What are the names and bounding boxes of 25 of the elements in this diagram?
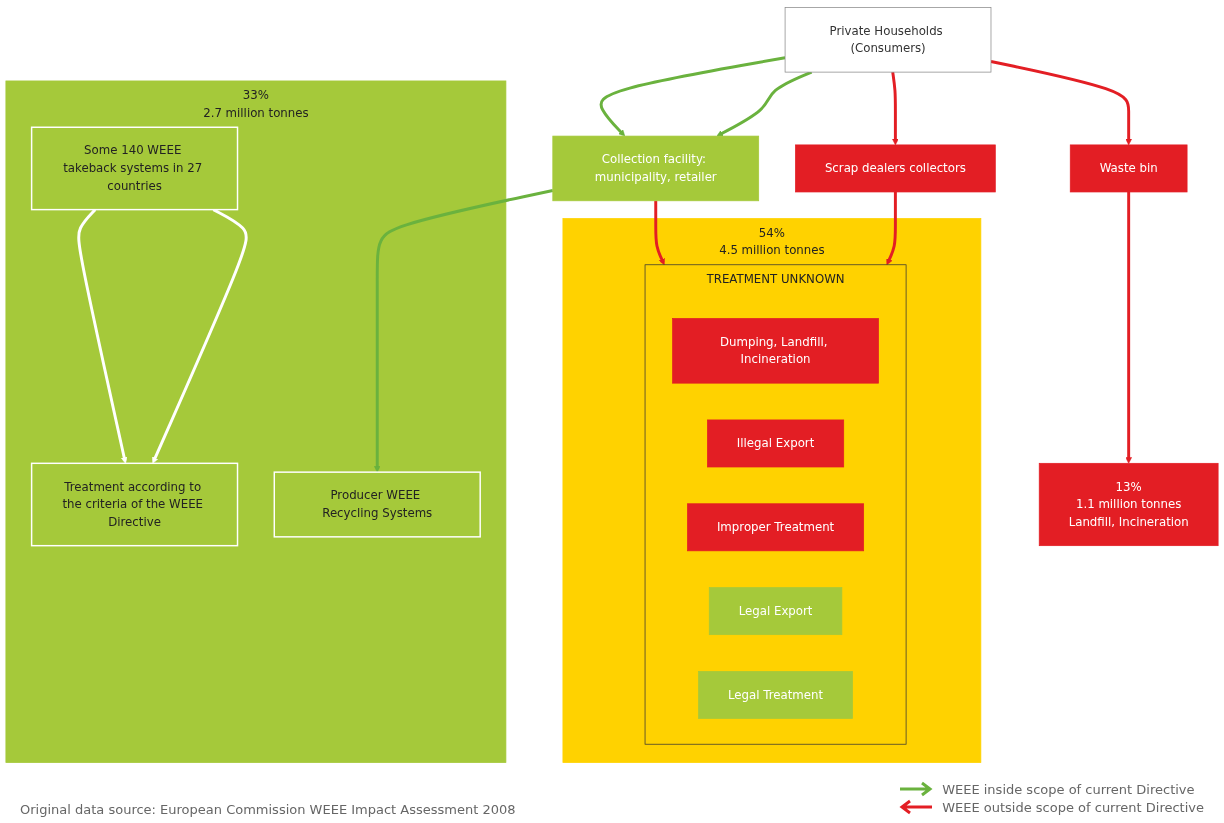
source-note: Original data source: European Commission WEEE Impact Assessment 2008 xyxy=(20,802,516,817)
node-box: Private Households (Consumers) xyxy=(784,7,992,73)
node-box: 13% 1.1 million tonnes Landfill, Incineration xyxy=(1038,462,1219,547)
node-box: Dumping, Landfill, Incineration xyxy=(672,318,879,384)
arrow xyxy=(1125,191,1132,464)
node-box: Legal Export xyxy=(708,587,843,635)
arrow xyxy=(152,208,248,464)
arrow xyxy=(374,189,554,473)
legend-text: WEEE inside scope of current Directive xyxy=(942,781,1195,797)
node-box: Producer WEEE Recycling Systems xyxy=(273,471,481,538)
arrow xyxy=(654,200,665,266)
arrow xyxy=(886,191,897,266)
arrow xyxy=(891,71,899,146)
node-box: Improper Treatment xyxy=(687,503,864,552)
node-box: Legal Treatment xyxy=(698,671,853,719)
node-box: Treatment according to the criteria of the WEEE Directive xyxy=(30,462,239,547)
node-box: Waste bin xyxy=(1069,144,1188,193)
legend-text: WEEE outside scope of current Directive xyxy=(942,799,1204,815)
node-box: Scrap dealers collectors xyxy=(795,144,996,193)
arrow xyxy=(990,60,1132,146)
arrow xyxy=(599,56,786,137)
node-box: Collection facility: municipality, retailer xyxy=(552,135,760,202)
arrow xyxy=(77,208,128,464)
node-box: Some 140 WEEE takeback systems in 27 countries xyxy=(30,126,239,211)
node-box: Illegal Export xyxy=(707,419,845,468)
